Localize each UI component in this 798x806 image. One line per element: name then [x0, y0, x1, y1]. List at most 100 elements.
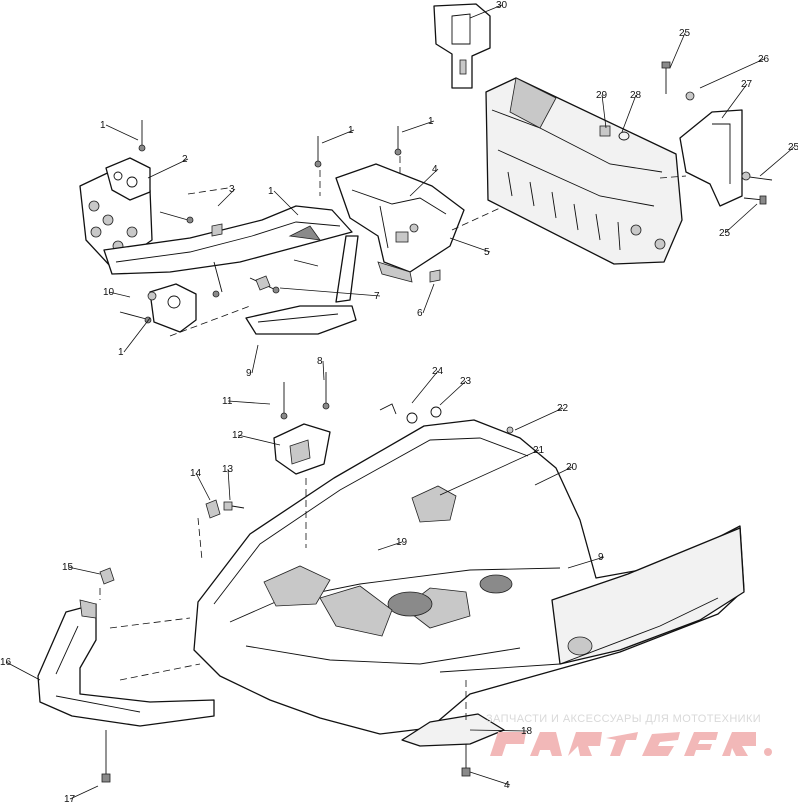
callout-8: 8 [317, 356, 325, 381]
leader-line [439, 449, 540, 496]
callout-number: 14 [190, 468, 202, 479]
callout-number: 1 [100, 120, 106, 131]
callout-3: 3 [217, 184, 236, 207]
leader-line [5, 661, 41, 681]
callout-number: 2 [182, 154, 188, 165]
leader-line [724, 203, 758, 234]
callout-number: 25 [788, 142, 798, 153]
leader-line [321, 129, 355, 144]
bulkhead-frame [485, 77, 683, 265]
callout-number: 22 [557, 403, 569, 414]
callout-number: 26 [758, 54, 770, 65]
leader-line [669, 32, 686, 69]
leader-line [621, 94, 637, 133]
callout-1: 1 [401, 116, 435, 133]
callout-number: 7 [374, 291, 380, 302]
callout-number: 1 [428, 116, 434, 127]
callout-17: 17 [64, 785, 99, 805]
callout-23: 23 [439, 376, 472, 406]
leader-line [469, 4, 503, 19]
callout-4: 4 [409, 164, 439, 197]
leader-line [322, 360, 325, 381]
callout-number: 21 [533, 445, 545, 456]
callout-number: 9 [246, 368, 252, 379]
leader-line [439, 380, 467, 406]
leader-line [217, 188, 236, 207]
callout-number: 17 [64, 794, 76, 805]
callout-number: 3 [229, 184, 235, 195]
callout-number: 30 [496, 0, 508, 11]
leader-line [401, 120, 435, 133]
leader-line [227, 400, 271, 405]
leader-line [123, 317, 151, 353]
leader-line [409, 168, 439, 197]
callout-2: 2 [147, 154, 189, 179]
callout-21: 21 [439, 445, 545, 496]
splash-guard-18 [401, 713, 505, 747]
leader-line [469, 729, 528, 732]
callout-11: 11 [222, 396, 271, 407]
leader-line [147, 158, 189, 179]
callout-1: 1 [321, 125, 355, 144]
callout-number: 10 [103, 287, 115, 298]
callout-16: 16 [0, 657, 41, 681]
callout-12: 12 [232, 430, 281, 446]
callout-30: 30 [469, 0, 508, 19]
lower-bracket [149, 283, 197, 333]
callout-25: 25 [759, 142, 798, 177]
callout-6: 6 [417, 283, 435, 319]
callout-number: 25 [679, 28, 691, 39]
callout-29: 29 [596, 90, 608, 129]
callout-number: 27 [741, 79, 753, 90]
callout-number: 19 [396, 537, 408, 548]
leader-line [237, 434, 281, 446]
leader-line [699, 58, 765, 89]
leader-line [534, 466, 573, 486]
callout-number: 1 [118, 347, 124, 358]
callout-25: 25 [719, 203, 758, 239]
front-crossmember [103, 205, 353, 275]
bolt-fasteners-upper [119, 120, 441, 324]
callout-number: 12 [232, 430, 244, 441]
leader-line [469, 771, 511, 786]
callout-number: 15 [62, 562, 74, 573]
leader-line [279, 287, 381, 297]
leader-line [514, 407, 564, 431]
partsfor-logo [490, 732, 772, 756]
leader-line [227, 468, 231, 501]
callout-number: 16 [0, 657, 12, 668]
support-strut [335, 235, 359, 303]
callout-4: 4 [469, 771, 511, 791]
callout-number: 25 [719, 228, 731, 239]
leader-line [601, 94, 607, 129]
callout-28: 28 [621, 90, 642, 133]
leader-line [422, 283, 435, 314]
watermark: ЗАПЧАСТИ И АКСЕССУАРЫ ДЛЯ МОТОТЕХНИКИ [486, 713, 772, 756]
callout-1: 1 [100, 120, 139, 141]
steering-support-tower [335, 163, 465, 283]
callout-number: 23 [460, 376, 472, 387]
callout-9: 9 [567, 552, 605, 569]
callout-number: 4 [432, 164, 438, 175]
upper-bracket-plate [105, 157, 151, 201]
callout-number: 11 [222, 396, 233, 407]
nose-pan [193, 419, 745, 735]
leader-line [67, 566, 101, 575]
leader-line [449, 237, 491, 253]
leader-line [411, 370, 439, 404]
side-bracket-right [679, 109, 743, 207]
callout-24: 24 [411, 366, 444, 404]
callout-27: 27 [721, 79, 753, 119]
callout-number: 8 [317, 356, 323, 367]
watermark-text: ЗАПЧАСТИ И АКСЕССУАРЫ ДЛЯ МОТОТЕХНИКИ [486, 713, 761, 725]
assembly-lines [99, 156, 687, 720]
leader-line [105, 124, 139, 141]
callout-14: 14 [190, 468, 211, 501]
callout-number: 5 [484, 247, 490, 258]
leader-line [195, 472, 211, 501]
callout-number: 13 [222, 464, 234, 475]
leader-line [567, 556, 605, 569]
callout-number: 1 [348, 125, 354, 136]
